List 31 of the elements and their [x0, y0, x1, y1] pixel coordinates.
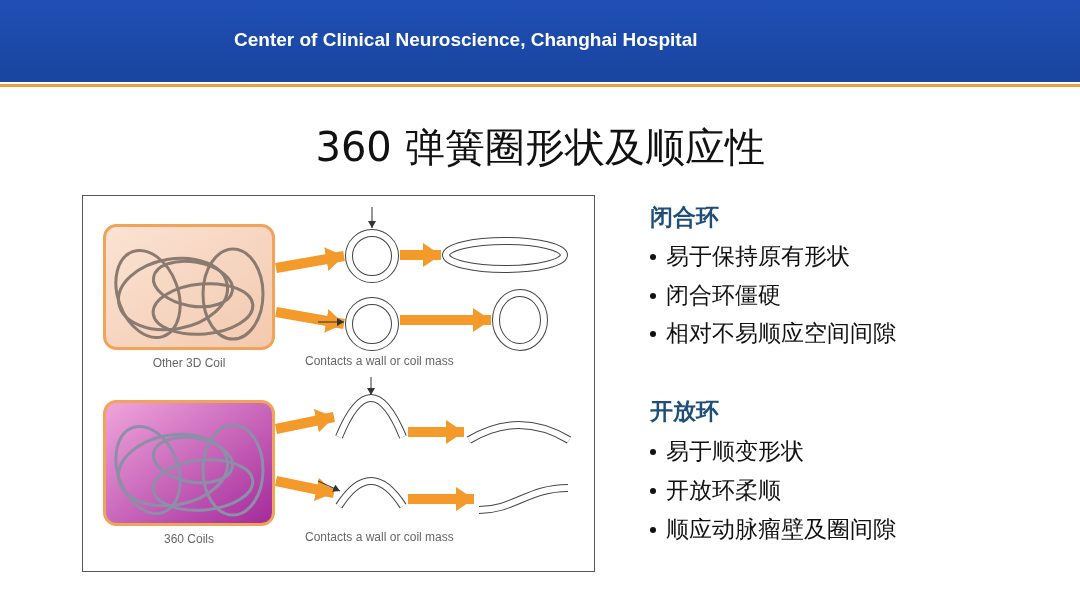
block-arrow: [408, 487, 474, 511]
block-arrow: [400, 243, 441, 267]
ring-drawing: [345, 297, 399, 351]
ring-drawing: [442, 237, 568, 273]
block-arrow: [275, 408, 335, 434]
arc-drawing: [335, 478, 407, 508]
arc-drawing: [335, 395, 407, 439]
image-caption: 360 Coils: [163, 532, 215, 546]
block-arrow: [275, 307, 345, 333]
bullet-item: 易于顺变形状: [666, 437, 804, 466]
bullet-item: 开放环柔顺: [666, 476, 781, 505]
figure-label: Contacts a wall or coil mass: [305, 530, 454, 544]
section-heading: 闭合环: [650, 203, 719, 232]
section-heading: 开放环: [650, 397, 719, 426]
bullet-item: 闭合环僵硬: [666, 281, 781, 310]
image-caption: Other 3D Coil: [151, 356, 227, 370]
block-arrow: [275, 476, 335, 502]
bullet-item: 相对不易顺应空间间隙: [666, 319, 896, 348]
coil-picture: [103, 224, 275, 370]
block-arrow: [400, 308, 491, 332]
block-arrow: [408, 420, 464, 444]
figure-label: Contacts a wall or coil mass: [305, 354, 454, 368]
bullet-item: 顺应动脉瘤壁及圈间隙: [666, 515, 896, 544]
bullet-item: 易于保持原有形状: [666, 242, 850, 271]
header-text: Center of Clinical Neuroscience, Changhai Hospital: [234, 29, 698, 51]
ring-drawing: [345, 229, 399, 283]
arc-drawing: [465, 422, 573, 442]
slide-title: 360 弹簧圈形状及顺应性: [314, 123, 766, 172]
ring-drawing: [492, 289, 548, 351]
block-arrow: [275, 247, 345, 273]
coil-picture: [103, 400, 275, 546]
